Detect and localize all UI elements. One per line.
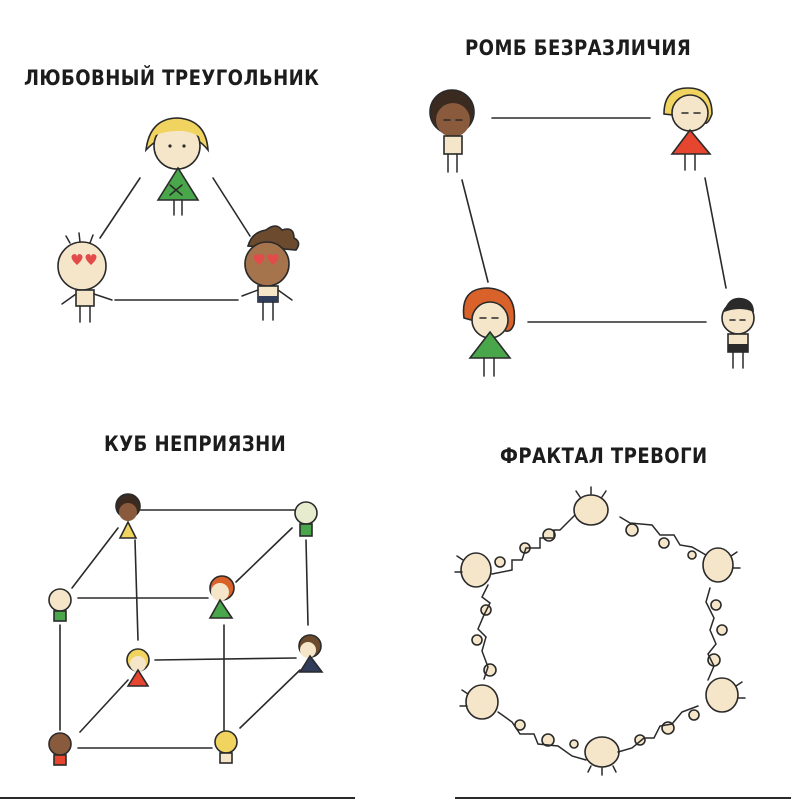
- anxious-face-top: [573, 486, 609, 526]
- blonde-girl-figure: [144, 117, 209, 216]
- small-anxious-faces: [471, 523, 728, 749]
- dark-hair-person-figure: [429, 89, 475, 173]
- anxious-face-bottom: [584, 736, 620, 776]
- anxious-face-upper-right: [702, 547, 741, 583]
- boy-heart-eyes-left: [57, 232, 113, 323]
- small-boy-figure: [721, 297, 755, 369]
- bottom-rule-left: [0, 797, 355, 799]
- cube-figure-blonde-boy: [214, 730, 238, 764]
- anxious-face-lower-left: [459, 684, 499, 720]
- triangle-edge-right: [212, 177, 251, 237]
- panel-title-anxiety-fractal: ФРАКТАЛ ТРЕВОГИ: [500, 444, 708, 468]
- cube-figure-redhead-green: [208, 575, 235, 619]
- fractal-outline: [477, 514, 717, 761]
- panel-title-indifference-rhombus: РОМБ БЕЗРАЗЛИЧИЯ: [465, 36, 692, 60]
- cube-figure-angry-face: [48, 588, 72, 622]
- cube-figure-brown-hair-navy: [298, 634, 324, 673]
- triangle-edge-left: [99, 177, 141, 239]
- boy-heart-eyes-right: [241, 225, 300, 321]
- panel-title-love-triangle: ЛЮБОВНЫЙ ТРЕУГОЛЬНИК: [24, 66, 320, 90]
- rhombus-edge-left: [461, 179, 489, 283]
- cube-figure-dark-hair: [115, 493, 141, 539]
- cube-figure-spiky-boy: [48, 732, 72, 766]
- anxious-face-upper-left: [454, 552, 492, 588]
- cube-figure-pale-boy: [294, 501, 318, 537]
- bottom-rule-right: [455, 797, 791, 799]
- cube-figure-blonde-red: [126, 648, 150, 687]
- blonde-girl-red-dress-figure: [663, 87, 713, 171]
- rhombus-edge-right: [704, 177, 727, 289]
- panel-title-dislike-cube: КУБ НЕПРИЯЗНИ: [104, 432, 287, 456]
- anxious-face-lower-right: [705, 677, 746, 713]
- red-hair-girl-figure: [462, 287, 516, 377]
